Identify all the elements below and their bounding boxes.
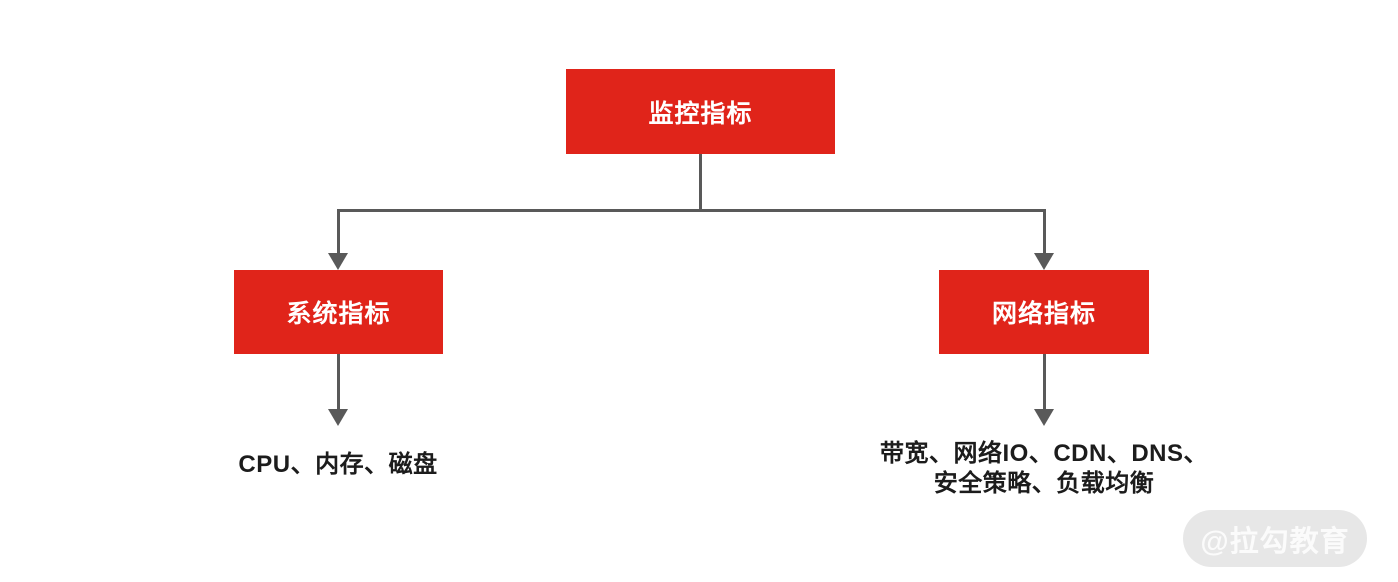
node-monitoring-metrics-label: 监控指标	[648, 99, 753, 128]
connector-network-leaf	[1043, 354, 1046, 410]
connector-right-drop	[1043, 209, 1046, 254]
node-network-metrics: 网络指标	[939, 270, 1149, 354]
leaf-system-metrics-line: CPU、内存、磁盘	[238, 451, 438, 478]
leaf-network-metrics-line-1: 带宽、网络IO、CDN、DNS、	[879, 440, 1208, 467]
connector-system-leaf	[337, 354, 340, 410]
arrowhead-right-bottom-icon	[1034, 409, 1054, 426]
leaf-system-metrics: CPU、内存、磁盘	[168, 450, 508, 480]
node-system-metrics-label: 系统指标	[286, 300, 391, 328]
leaf-network-metrics: 带宽、网络IO、CDN、DNS、 安全策略、负载均衡	[854, 439, 1234, 499]
connector-root-stem	[699, 154, 702, 212]
node-network-metrics-label: 网络指标	[991, 300, 1096, 328]
node-monitoring-metrics: 监控指标	[566, 69, 835, 154]
arrowhead-left-top-icon	[328, 253, 348, 270]
arrowhead-left-bottom-icon	[328, 409, 348, 426]
watermark-label: @拉勾教育	[1200, 525, 1350, 558]
connector-left-drop	[337, 209, 340, 254]
node-system-metrics: 系统指标	[234, 270, 443, 354]
watermark-badge: @拉勾教育	[1183, 510, 1367, 567]
leaf-network-metrics-line-2: 安全策略、负载均衡	[933, 470, 1155, 497]
connector-horizontal-rail	[337, 209, 1046, 212]
arrowhead-right-top-icon	[1034, 253, 1054, 270]
